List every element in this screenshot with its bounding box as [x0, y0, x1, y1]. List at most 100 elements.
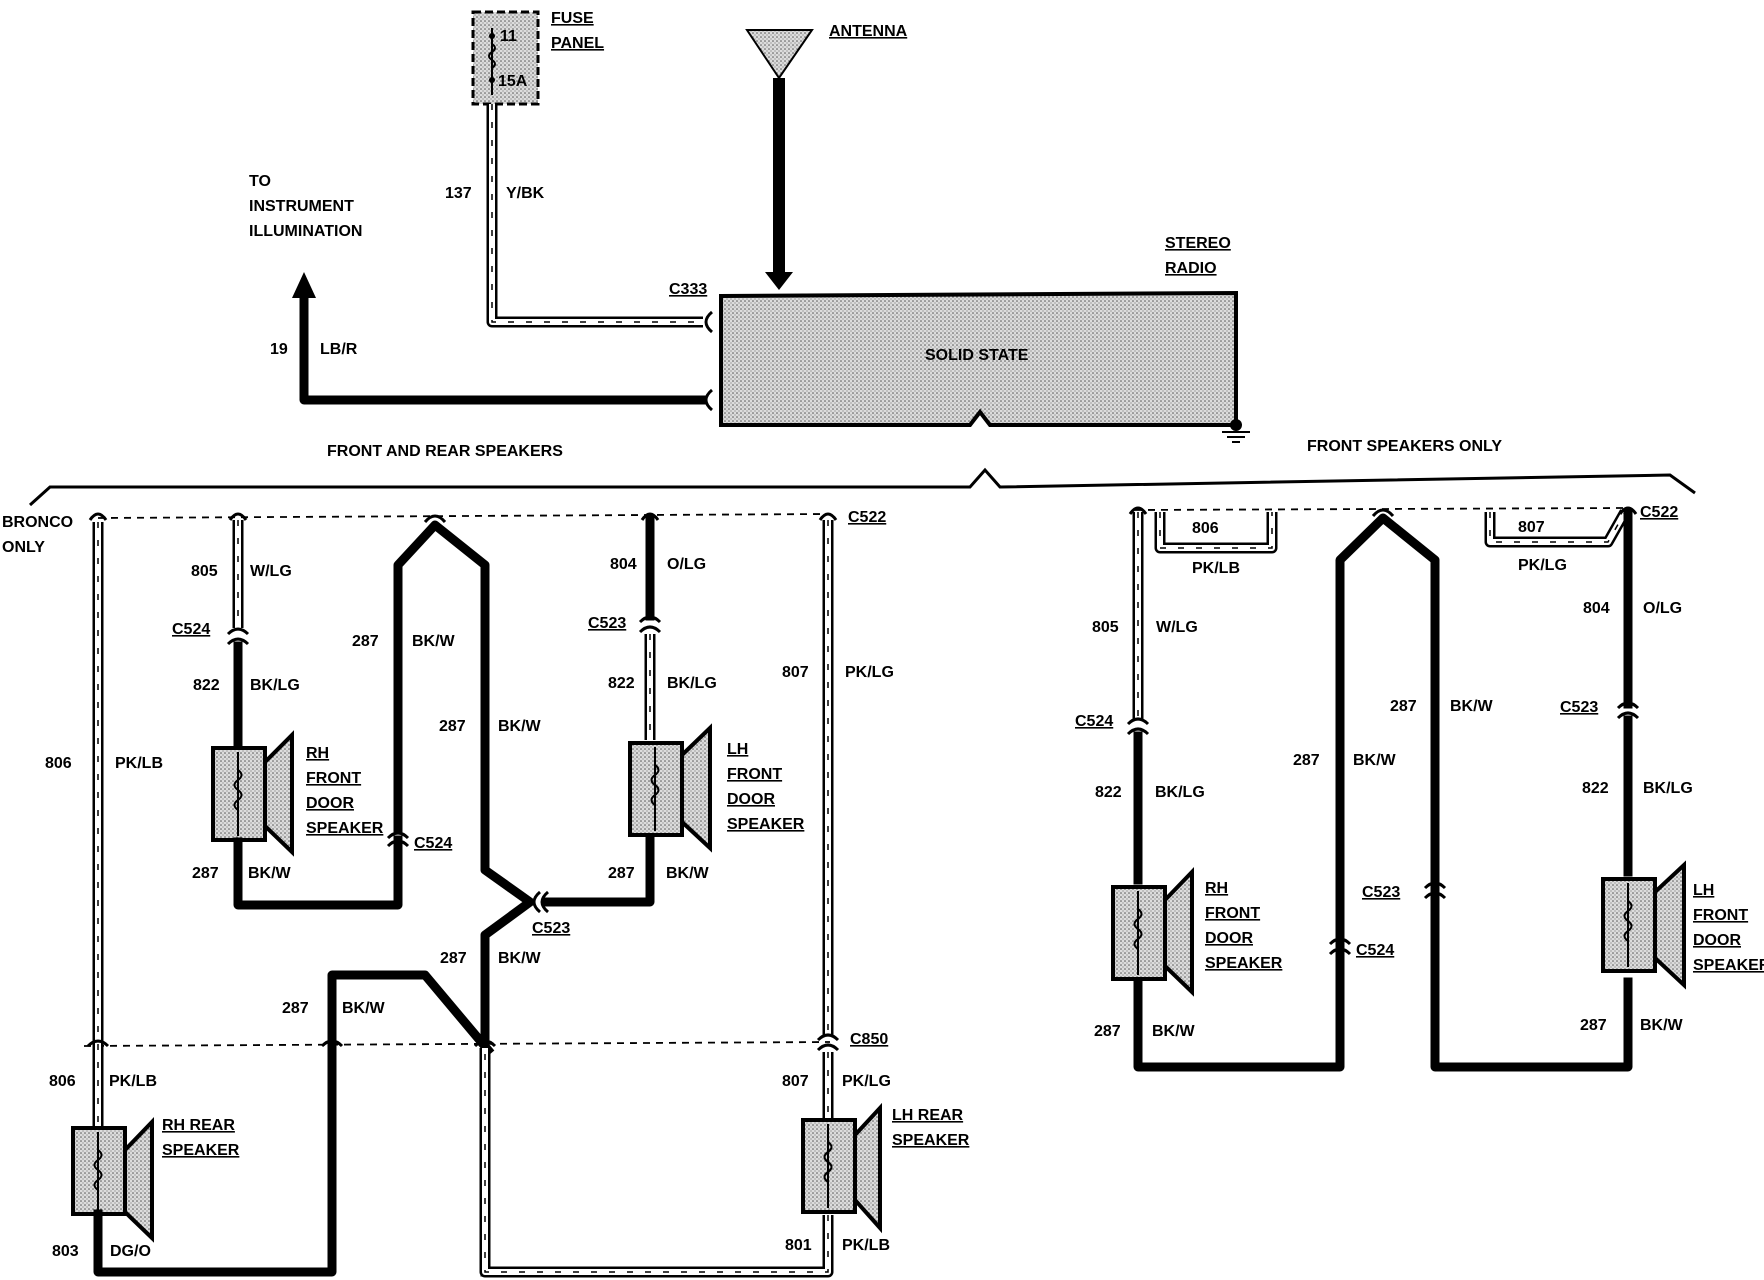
- wire-number: 805: [1092, 619, 1119, 636]
- speaker-label: RH: [1205, 880, 1228, 897]
- wire-803: [93, 970, 495, 1277]
- connector-c523: [540, 890, 550, 914]
- wire-color: BK/W: [1450, 698, 1494, 715]
- rh-rear-speaker-icon: [71, 1117, 154, 1243]
- wire-19: [292, 272, 708, 405]
- connector-c524: [386, 839, 410, 848]
- wire-number: 804: [610, 556, 637, 573]
- connector-c524: [1328, 937, 1352, 946]
- wire-number: 806: [49, 1073, 76, 1090]
- section-label-front-only: FRONT SPEAKERS ONLY: [1307, 438, 1502, 455]
- wire-color: BK/W: [666, 865, 710, 882]
- wire-color: O/LG: [1643, 600, 1682, 617]
- harness-boundary: [1134, 507, 1626, 511]
- wire-number: 19: [270, 341, 288, 358]
- antenna-icon: [745, 29, 814, 290]
- connector-c523: [638, 615, 662, 624]
- fuse-amperage: 15A: [498, 73, 528, 90]
- speaker-label: SPEAKER: [892, 1132, 970, 1149]
- wire-number: 807: [782, 1073, 809, 1090]
- wire-number: 822: [1095, 784, 1122, 801]
- connector-c522: [228, 512, 248, 521]
- wire-color: PK/LB: [109, 1073, 157, 1090]
- wire-color: PK/LG: [1518, 557, 1567, 574]
- wire-color: BK/W: [1640, 1017, 1684, 1034]
- connector-label: C850: [850, 1031, 888, 1048]
- stereo-radio-label: STEREO: [1165, 235, 1231, 252]
- wire-color: BK/W: [498, 950, 542, 967]
- connector-label: C522: [1640, 504, 1678, 521]
- wire-number: 287: [1094, 1023, 1121, 1040]
- wire-color: BK/LG: [1643, 780, 1693, 797]
- wire-number: 287: [439, 718, 466, 735]
- wire-color: PK/LG: [842, 1073, 891, 1090]
- fuse-panel: 11 15A: [471, 10, 540, 106]
- bronco-only-label: ONLY: [2, 539, 45, 556]
- fuse-panel-label: FUSE: [551, 10, 594, 27]
- speaker-label: DOOR: [306, 795, 354, 812]
- wire-color: DG/O: [110, 1243, 151, 1260]
- connector-c524: [1126, 717, 1150, 726]
- connector-c523: [532, 890, 542, 914]
- section-bracket: [28, 467, 1696, 507]
- connector-c522: [423, 514, 447, 524]
- instrument-illumination-label: TO: [249, 173, 271, 190]
- connector-label: C524: [1075, 713, 1113, 730]
- connector-label: C523: [532, 920, 570, 937]
- wire-color: O/LG: [667, 556, 706, 573]
- connector-c523: [1423, 891, 1447, 900]
- wire-number: 287: [192, 865, 219, 882]
- wire-color: BK/LG: [250, 677, 300, 694]
- speaker-label: DOOR: [727, 791, 775, 808]
- wire-color: BK/LG: [1155, 784, 1205, 801]
- connector-c522: [640, 512, 660, 521]
- connector-c523: [1616, 701, 1640, 710]
- connector-c523: [638, 625, 662, 634]
- connector-label: C523: [1560, 699, 1598, 716]
- connector-label: C524: [414, 835, 452, 852]
- connector-c850: [816, 1043, 840, 1052]
- wire-color: Y/BK: [506, 185, 545, 202]
- wire-137: [486, 104, 703, 328]
- connector-label: C524: [1356, 942, 1394, 959]
- wire-color: BK/W: [248, 865, 292, 882]
- wire-color: W/LG: [1156, 619, 1198, 636]
- speaker-label: RH REAR: [162, 1117, 235, 1134]
- wire-number: 801: [785, 1237, 812, 1254]
- wire-number: 807: [1518, 519, 1545, 536]
- wire-number: 805: [191, 563, 218, 580]
- speaker-label: LH: [1693, 882, 1714, 899]
- connector-c522: [1128, 506, 1148, 515]
- connector-c333: [704, 310, 714, 334]
- speaker-label: SPEAKER: [1205, 955, 1283, 972]
- lh-rear-speaker-icon: [801, 1102, 882, 1234]
- wire-color: PK/LG: [845, 664, 894, 681]
- connector-c522: [818, 512, 838, 521]
- wire-number: 822: [193, 677, 220, 694]
- wire-color: BK/W: [342, 1000, 386, 1017]
- connector-label: C523: [588, 615, 626, 632]
- connector-c850: [816, 1033, 840, 1042]
- connector-c850: [320, 1039, 344, 1048]
- lh-front-door-speaker-icon: [628, 723, 712, 853]
- wire-color: BK/W: [498, 718, 542, 735]
- stereo-radio-label: RADIO: [1165, 260, 1217, 277]
- wire-number: 287: [282, 1000, 309, 1017]
- connector-c850: [86, 1039, 110, 1048]
- wire-number: 287: [352, 633, 379, 650]
- wire-number: 287: [440, 950, 467, 967]
- wire-number: 806: [45, 755, 72, 772]
- speaker-label: SPEAKER: [727, 816, 805, 833]
- harness-boundary: [83, 1041, 831, 1047]
- speaker-label: FRONT: [1205, 905, 1260, 922]
- wire-number: 807: [782, 664, 809, 681]
- speaker-label: SPEAKER: [306, 820, 384, 837]
- solid-state-label: SOLID STATE: [925, 347, 1029, 364]
- speaker-label: LH: [727, 741, 748, 758]
- wire-number: 806: [1192, 520, 1219, 537]
- speaker-label: SPEAKER: [1693, 957, 1764, 974]
- bronco-only-label: BRONCO: [2, 514, 73, 531]
- speaker-label: LH REAR: [892, 1107, 964, 1124]
- wire-number: 803: [52, 1243, 79, 1260]
